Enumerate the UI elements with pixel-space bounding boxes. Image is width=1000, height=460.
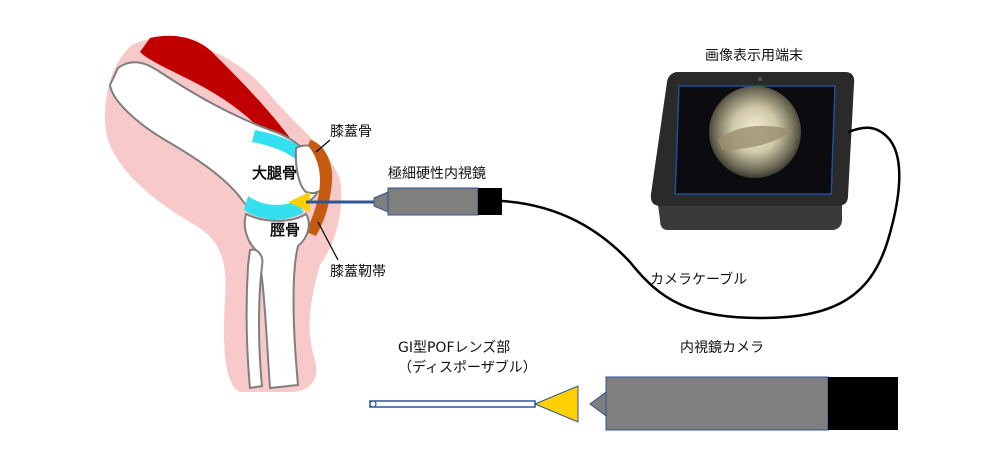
femur-label: 大腿骨 [252, 164, 297, 182]
patellar-tendon-leader [317, 221, 339, 261]
pof-yellow-cone [533, 385, 579, 423]
display-terminal-label: 画像表示用端末 [705, 48, 803, 64]
patellar-tendon-label: 膝蓋靭帯 [330, 264, 386, 280]
knee-anatomy-icon [105, 35, 342, 393]
tablet-display-icon [650, 72, 855, 230]
endoscope-assembly [306, 187, 502, 216]
tibia-label: 脛骨 [270, 221, 300, 239]
fibula-bone [245, 248, 264, 390]
cartilage-joint [244, 196, 303, 220]
pof-fiber [369, 400, 536, 408]
endoscope-camera-label: 内視鏡カメラ [680, 340, 764, 356]
camera-back [828, 377, 898, 430]
camera-body [605, 376, 829, 431]
pof-fiber-end [369, 400, 377, 408]
pof-lens-part [369, 385, 579, 423]
camera-cable [501, 126, 901, 320]
quadriceps-muscle [140, 35, 290, 142]
pof-part-label-line2: （ディスポーザブル） [398, 359, 537, 376]
endoscope-label: 極細硬性内視鏡 [388, 166, 486, 182]
camera-nose [589, 391, 607, 417]
endoscope-camera-head [478, 188, 502, 215]
pof-part-label-line1: GI型POFレンズ部 [398, 340, 510, 356]
patellar-tendon [306, 140, 333, 236]
patella-leader [315, 139, 331, 153]
patella-label: 膝蓋骨 [330, 124, 372, 140]
endoscope-body [387, 187, 479, 216]
view-tissue-overlay [718, 125, 792, 150]
camera-cable-label: カメラケーブル [650, 271, 747, 288]
endoscope-camera-unit [589, 376, 898, 431]
endoscope-taper [373, 191, 389, 213]
probe-tip-in-knee [288, 192, 310, 212]
tablet-camera-dot [758, 77, 762, 81]
